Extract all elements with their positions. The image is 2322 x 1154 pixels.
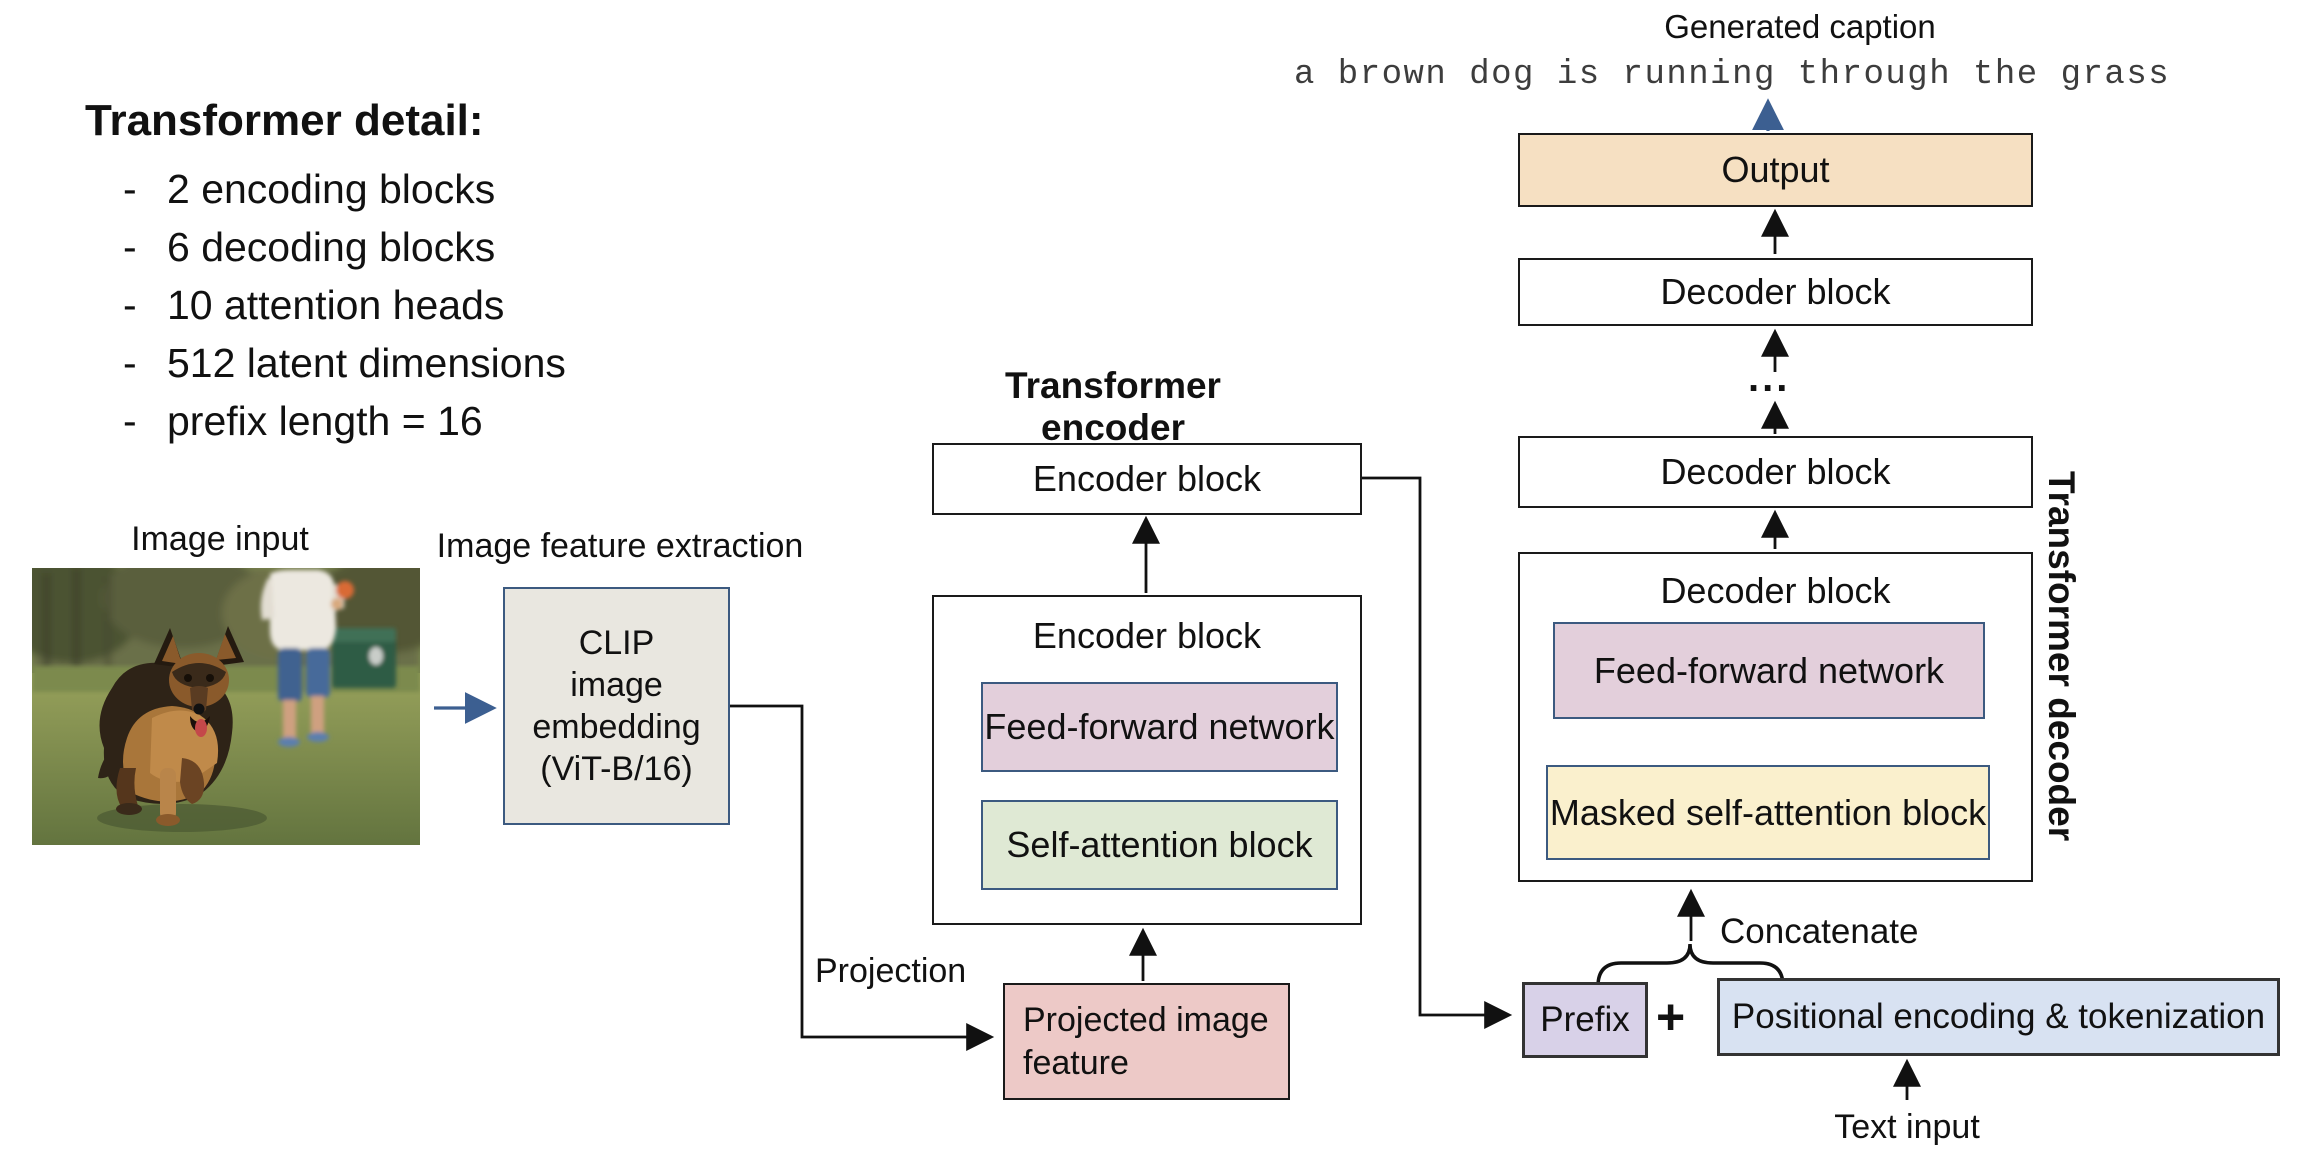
- decoder-masked-attention-box: Masked self-attention block: [1546, 765, 1990, 860]
- output-box: Output: [1518, 133, 2033, 207]
- detail-item-text: prefix length = 16: [167, 398, 483, 444]
- bullet-dash: -: [123, 166, 137, 212]
- detail-item-text: 6 decoding blocks: [167, 224, 496, 270]
- prefix-box: Prefix: [1522, 982, 1648, 1058]
- feature-extraction-label: Image feature extraction: [436, 527, 804, 565]
- detail-item: - 10 attention heads: [85, 276, 566, 334]
- decoder-dots: ...: [1748, 356, 1791, 400]
- text-input-label: Text input: [1834, 1108, 1980, 1146]
- person-illustration: [260, 570, 354, 747]
- decoder-container-title: Decoder block: [1660, 570, 1891, 611]
- detail-item: - 6 decoding blocks: [85, 218, 566, 276]
- detail-title: Transformer detail:: [85, 96, 484, 145]
- clip-embedding-box: CLIP image embedding (ViT-B/16): [503, 587, 730, 825]
- encoder-container-title: Encoder block: [1032, 615, 1262, 656]
- bullet-dash: -: [123, 340, 137, 386]
- projection-label: Projection: [815, 952, 967, 990]
- decoder-block-top: Decoder block: [1518, 258, 2033, 326]
- generated-caption-title: Generated caption: [1664, 8, 1936, 45]
- encoder-ffn-box: Feed-forward network: [981, 682, 1338, 772]
- detail-item: - prefix length = 16: [85, 392, 566, 450]
- detail-item: - 512 latent dimensions: [85, 334, 566, 392]
- encoder-block-top: Encoder block: [932, 443, 1362, 515]
- bullet-dash: -: [123, 398, 137, 444]
- concatenate-label: Concatenate: [1720, 912, 1919, 951]
- bullet-dash: -: [123, 282, 137, 328]
- detail-item: - 2 encoding blocks: [85, 160, 566, 218]
- bullet-dash: -: [123, 224, 137, 270]
- connector-clip-to-projected: [730, 704, 995, 1051]
- positional-encoding-box: Positional encoding & tokenization: [1717, 978, 2280, 1056]
- decoder-side-label: Transformer decoder: [2041, 470, 2082, 842]
- detail-item-text: 512 latent dimensions: [167, 340, 566, 386]
- plus-sign: +: [1656, 989, 1686, 1045]
- decoder-block-mid: Decoder block: [1518, 436, 2033, 508]
- encoder-self-attention-box: Self-attention block: [981, 800, 1338, 890]
- connector-encoder-to-prefix: [1340, 476, 1513, 1029]
- encoder-title: Transformer encoder: [1005, 365, 1221, 448]
- concatenate-brace: [1596, 943, 1785, 987]
- image-input-label: Image input: [131, 520, 309, 558]
- transformer-detail-panel: Transformer detail: - 2 encoding blocks …: [85, 96, 566, 450]
- generated-caption-text: a brown dog is running through the grass: [1294, 56, 2171, 94]
- detail-item-text: 10 attention heads: [167, 282, 505, 328]
- dog-illustration: [98, 626, 244, 826]
- green-bin: [332, 628, 396, 688]
- decoder-ffn-box: Feed-forward network: [1553, 622, 1985, 719]
- detail-item-text: 2 encoding blocks: [167, 166, 496, 212]
- projected-image-feature-box: Projected image feature: [1003, 983, 1290, 1100]
- input-photo: [32, 568, 420, 845]
